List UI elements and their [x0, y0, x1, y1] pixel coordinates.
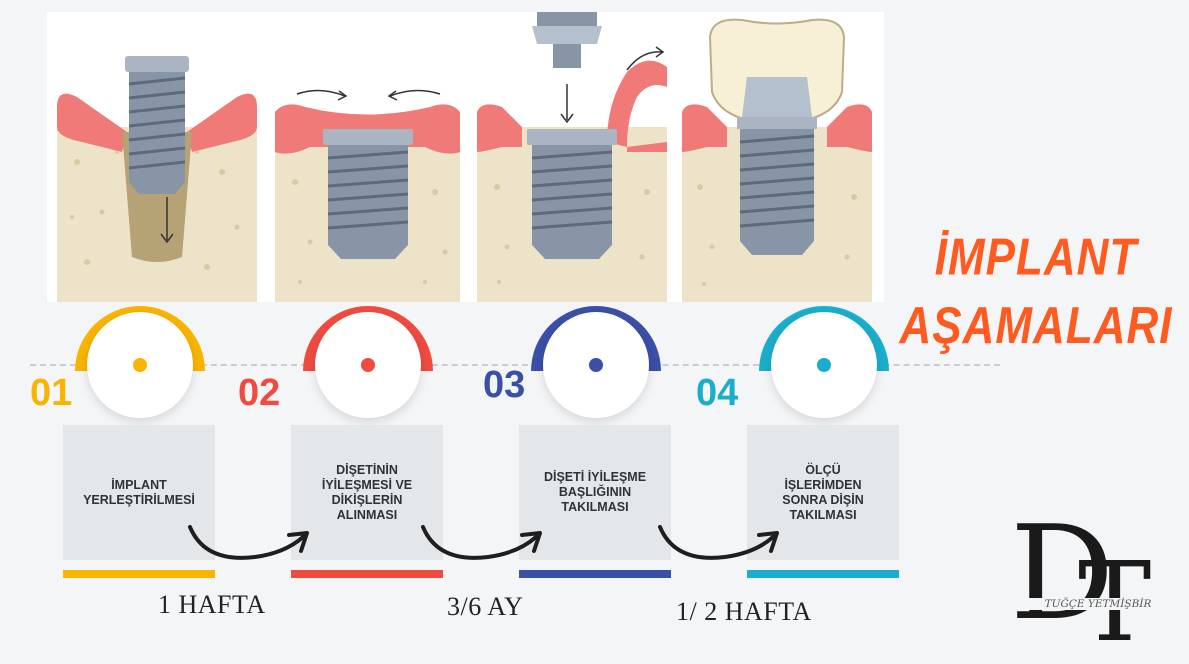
- step-1-label: İMPLANT YERLEŞTİRİLMESİ: [83, 477, 195, 507]
- step-4-label: ÖLÇÜ İŞLERİMDEN SONRA DİŞİN TAKILMASI: [782, 462, 864, 522]
- step-2-bar: [291, 570, 443, 578]
- title-line-1: İMPLANT: [934, 228, 1138, 287]
- step-4-bar: [747, 570, 899, 578]
- step-1-card: İMPLANT YERLEŞTİRİLMESİ: [63, 425, 215, 560]
- step-2-card: DİŞETİNİN İYİLEŞMESİ VE DİKİŞLERİN ALINM…: [291, 425, 443, 560]
- stage-3-illustration: [477, 12, 667, 302]
- title-line-2: AŞAMALARI: [899, 297, 1173, 355]
- step-3-label: DİŞETİ İYİLEŞME BAŞLIĞININ TAKILMASI: [543, 470, 647, 514]
- step-4-number: 04: [696, 372, 739, 414]
- step-2-label: DİŞETİNİN İYİLEŞMESİ VE DİKİŞLERİN ALINM…: [321, 462, 413, 522]
- arrow-step-2-to-3: [421, 525, 542, 560]
- step-1-circle: [87, 312, 193, 418]
- step-3-number: 03: [483, 364, 526, 406]
- logo-letter-t: T: [1078, 538, 1151, 650]
- implant-stages-illustration: [47, 12, 884, 302]
- step-1-number: 01: [30, 372, 73, 414]
- step-3-dot: [589, 358, 603, 372]
- infographic-title: İMPLANT AŞAMALARI: [886, 224, 1186, 361]
- stage-2-illustration: [275, 89, 460, 302]
- timeline-dashed-line: [30, 364, 1000, 366]
- logo-letter-d: D: [1010, 500, 1114, 649]
- step-1-bar: [63, 570, 215, 578]
- step-1-dot: [133, 358, 147, 372]
- arrow-step-1-to-2: [188, 525, 309, 560]
- step-3-circle: [543, 312, 649, 418]
- step-3-bar: [519, 570, 671, 578]
- step-2-number: 02: [238, 372, 281, 414]
- logo-name: TUĞÇE YETMİŞBİR: [1026, 598, 1170, 610]
- step-4-dot: [817, 358, 831, 372]
- arrow-step-3-to-4: [658, 525, 779, 560]
- stage-4-illustration: [682, 18, 872, 302]
- step-2-dot: [361, 358, 375, 372]
- step-4-circle: [771, 312, 877, 418]
- stage-1-illustration: [57, 56, 257, 302]
- step-2-circle: [315, 312, 421, 418]
- step-3-card: DİŞETİ İYİLEŞME BAŞLIĞININ TAKILMASI: [519, 425, 671, 560]
- duration-3: 1/ 2 HAFTA: [676, 597, 812, 626]
- duration-2: 3/6 AY: [447, 592, 524, 621]
- duration-1: 1 HAFTA: [158, 590, 266, 619]
- dt-logo: D T: [1010, 500, 1151, 650]
